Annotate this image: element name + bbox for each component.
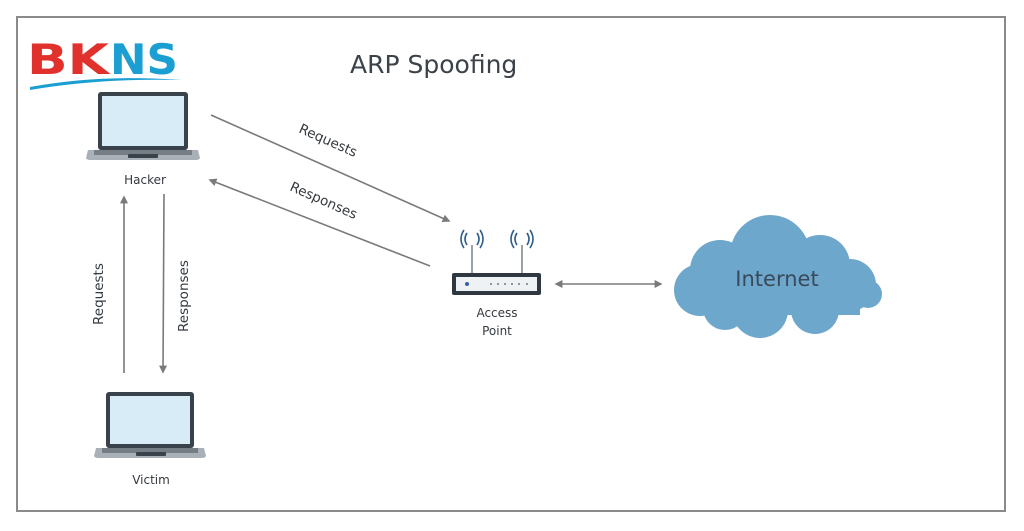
access-point-label-line1: Access — [476, 306, 517, 320]
label-hacker-to-victim: Responses — [176, 260, 192, 332]
logo-text-blue: NS — [110, 35, 178, 84]
logo-text-red: BK — [27, 35, 111, 84]
label-ap-to-hacker: Responses — [287, 179, 359, 223]
internet-cloud-icon — [674, 215, 882, 338]
arrow-hacker-to-ap — [210, 114, 451, 223]
victim-label: Victim — [132, 473, 170, 487]
arrow-ap-to-hacker — [208, 178, 431, 267]
access-point-label-line2: Point — [482, 324, 512, 338]
arrow-hacker-to-victim — [159, 193, 168, 374]
hacker-label: Hacker — [124, 173, 166, 187]
diagram-title: ARP Spoofing — [350, 50, 517, 79]
internet-label: Internet — [735, 267, 818, 291]
hacker-laptop-icon — [86, 92, 200, 160]
logo-swoosh — [30, 78, 182, 90]
bkns-logo: BK NS — [27, 35, 182, 90]
wifi-signal-icon — [460, 229, 534, 249]
router-icon — [452, 229, 541, 295]
label-victim-to-hacker: Requests — [91, 263, 107, 325]
label-hacker-to-ap: Requests — [296, 121, 359, 161]
victim-laptop-icon — [94, 392, 206, 458]
